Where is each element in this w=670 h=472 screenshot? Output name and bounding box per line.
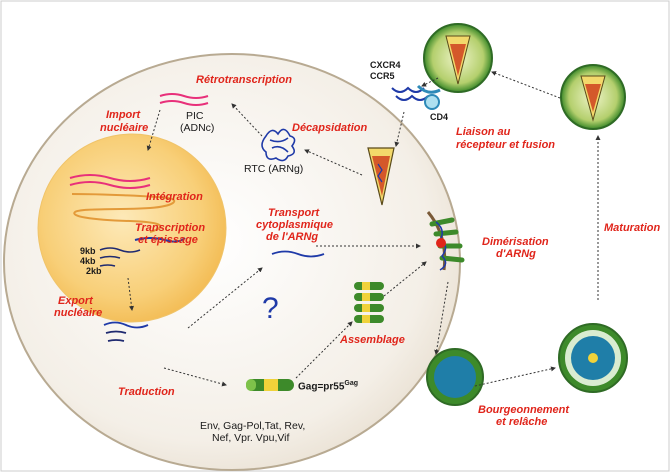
label-export-1: Export: [58, 295, 93, 307]
label-proteins-1: Env, Gag-Pol,Tat, Rev,: [200, 420, 306, 432]
label-9kb: 9kb: [80, 246, 96, 256]
label-ccr5: CCR5: [370, 71, 395, 81]
label-dimerisation-2: d'ARNg: [496, 248, 536, 260]
label-pic: PIC: [186, 110, 204, 122]
flow-arrows: [127, 71, 601, 387]
label-transport-3: de l'ARNg: [266, 231, 319, 243]
label-transcription-1: Transcription: [135, 222, 206, 234]
rtc-icon: [261, 128, 296, 162]
label-bourgeonnement-1: Bourgeonnement: [478, 404, 570, 416]
label-gag: Gag=pr55Gag: [298, 380, 359, 393]
virion-icon: [560, 64, 626, 130]
label-maturation: Maturation: [604, 222, 661, 234]
cytoplasmic-rna-icon: [271, 250, 325, 258]
label-2kb: 2kb: [86, 266, 102, 276]
budding-virion-icon: [426, 348, 484, 406]
exported-rna-icon: [103, 321, 149, 342]
label-liaison-2: récepteur et fusion: [456, 139, 556, 151]
label-rtc: RTC (ARNg): [244, 163, 304, 175]
assembly-stack-icon: [354, 282, 384, 323]
label-transport-1: Transport: [268, 207, 320, 219]
label-4kb: 4kb: [80, 256, 96, 266]
label-decapsidation: Décapsidation: [292, 122, 368, 134]
receptor-icon: [391, 84, 441, 110]
virion-icon: [423, 23, 493, 93]
label-import-2: nucléaire: [100, 122, 149, 134]
label-import-1: Import: [106, 109, 141, 121]
label-dimerisation-1: Dimérisation: [482, 236, 549, 248]
label-transcription-2: et épissage: [138, 234, 198, 246]
label-cd4: CD4: [430, 112, 449, 122]
nuclear-rna-icon: [134, 237, 186, 243]
label-assemblage: Assemblage: [340, 334, 405, 346]
pic-cdna-icon: [159, 93, 209, 106]
transcripts-icon: [99, 247, 141, 267]
label-integration: Intégration: [146, 191, 203, 203]
label-adnc: (ADNc): [180, 122, 215, 134]
assembly-site-icon: [426, 211, 465, 271]
label-transport-2: cytoplasmique: [256, 219, 334, 231]
label-liaison-1: Liaison au: [456, 126, 511, 138]
label-traduction: Traduction: [118, 386, 175, 398]
capsid-icon: [367, 147, 395, 206]
question-mark: ?: [262, 292, 279, 325]
label-cxcr4: CXCR4: [370, 60, 401, 70]
gag-polyprotein-icon: [246, 379, 294, 391]
virion-icon: [558, 323, 628, 393]
label-bourgeonnement-2: et relâche: [496, 416, 548, 428]
label-retrotranscription: Rétrotranscription: [196, 74, 292, 86]
label-export-2: nucléaire: [54, 307, 103, 319]
nucleus: [37, 133, 227, 323]
host-dna-icon: [69, 174, 176, 233]
label-proteins-2: Nef, Vpr. Vpu,Vif: [212, 432, 290, 444]
